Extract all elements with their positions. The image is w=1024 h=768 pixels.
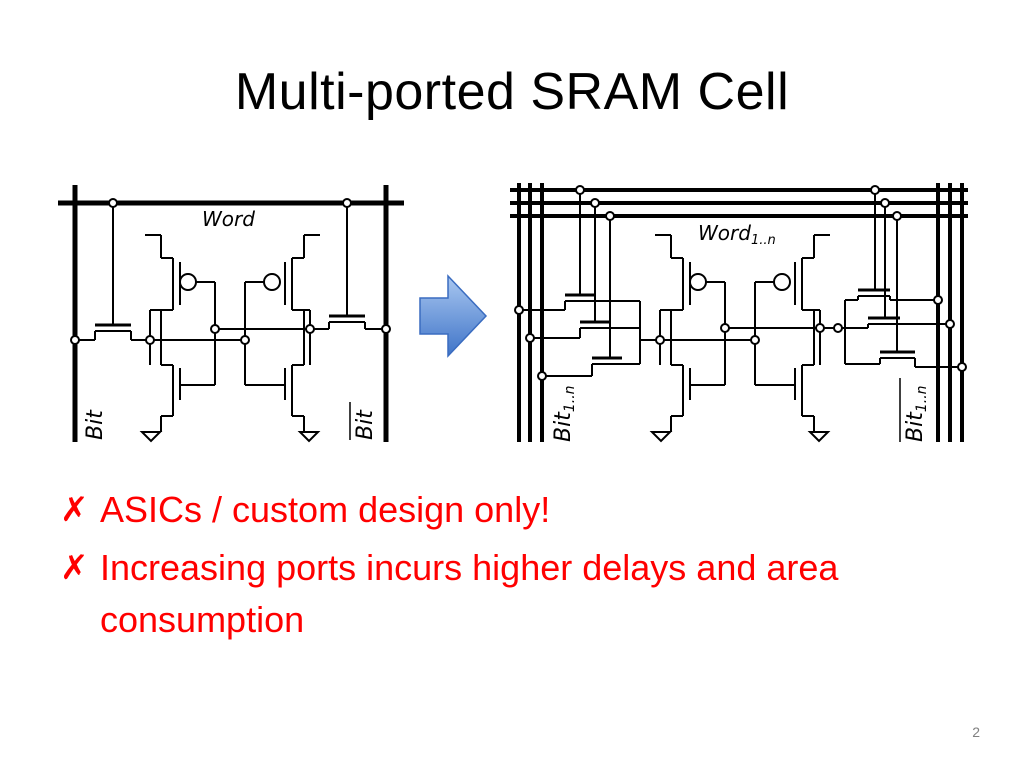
bit-bar-n-label: Bit1..n [903,385,930,442]
right-arrow-icon [419,274,488,358]
multi-port-cell [510,183,968,443]
page-number: 2 [972,724,980,740]
bullet-text: Increasing ports incurs higher delays an… [100,547,839,640]
bullet-asic: ✗ ASICs / custom design only! [60,484,960,536]
cross-mark-icon: ✗ [60,491,89,529]
single-port-cell [58,185,404,443]
word-n-label: Word1..n [698,221,776,248]
word-label: Word [202,207,255,231]
bit-bar-label: Bit [353,409,378,440]
cross-mark-icon: ✗ [60,549,89,587]
bullet-text: ASICs / custom design only! [100,489,551,530]
bullet-list: ✗ ASICs / custom design only! ✗ Increasi… [60,484,960,652]
bit-label: Bit [83,409,108,440]
bit-n-label: Bit1..n [551,385,578,442]
bullet-ports: ✗ Increasing ports incurs higher delays … [60,542,960,646]
slide-title: Multi-ported SRAM Cell [234,63,790,121]
